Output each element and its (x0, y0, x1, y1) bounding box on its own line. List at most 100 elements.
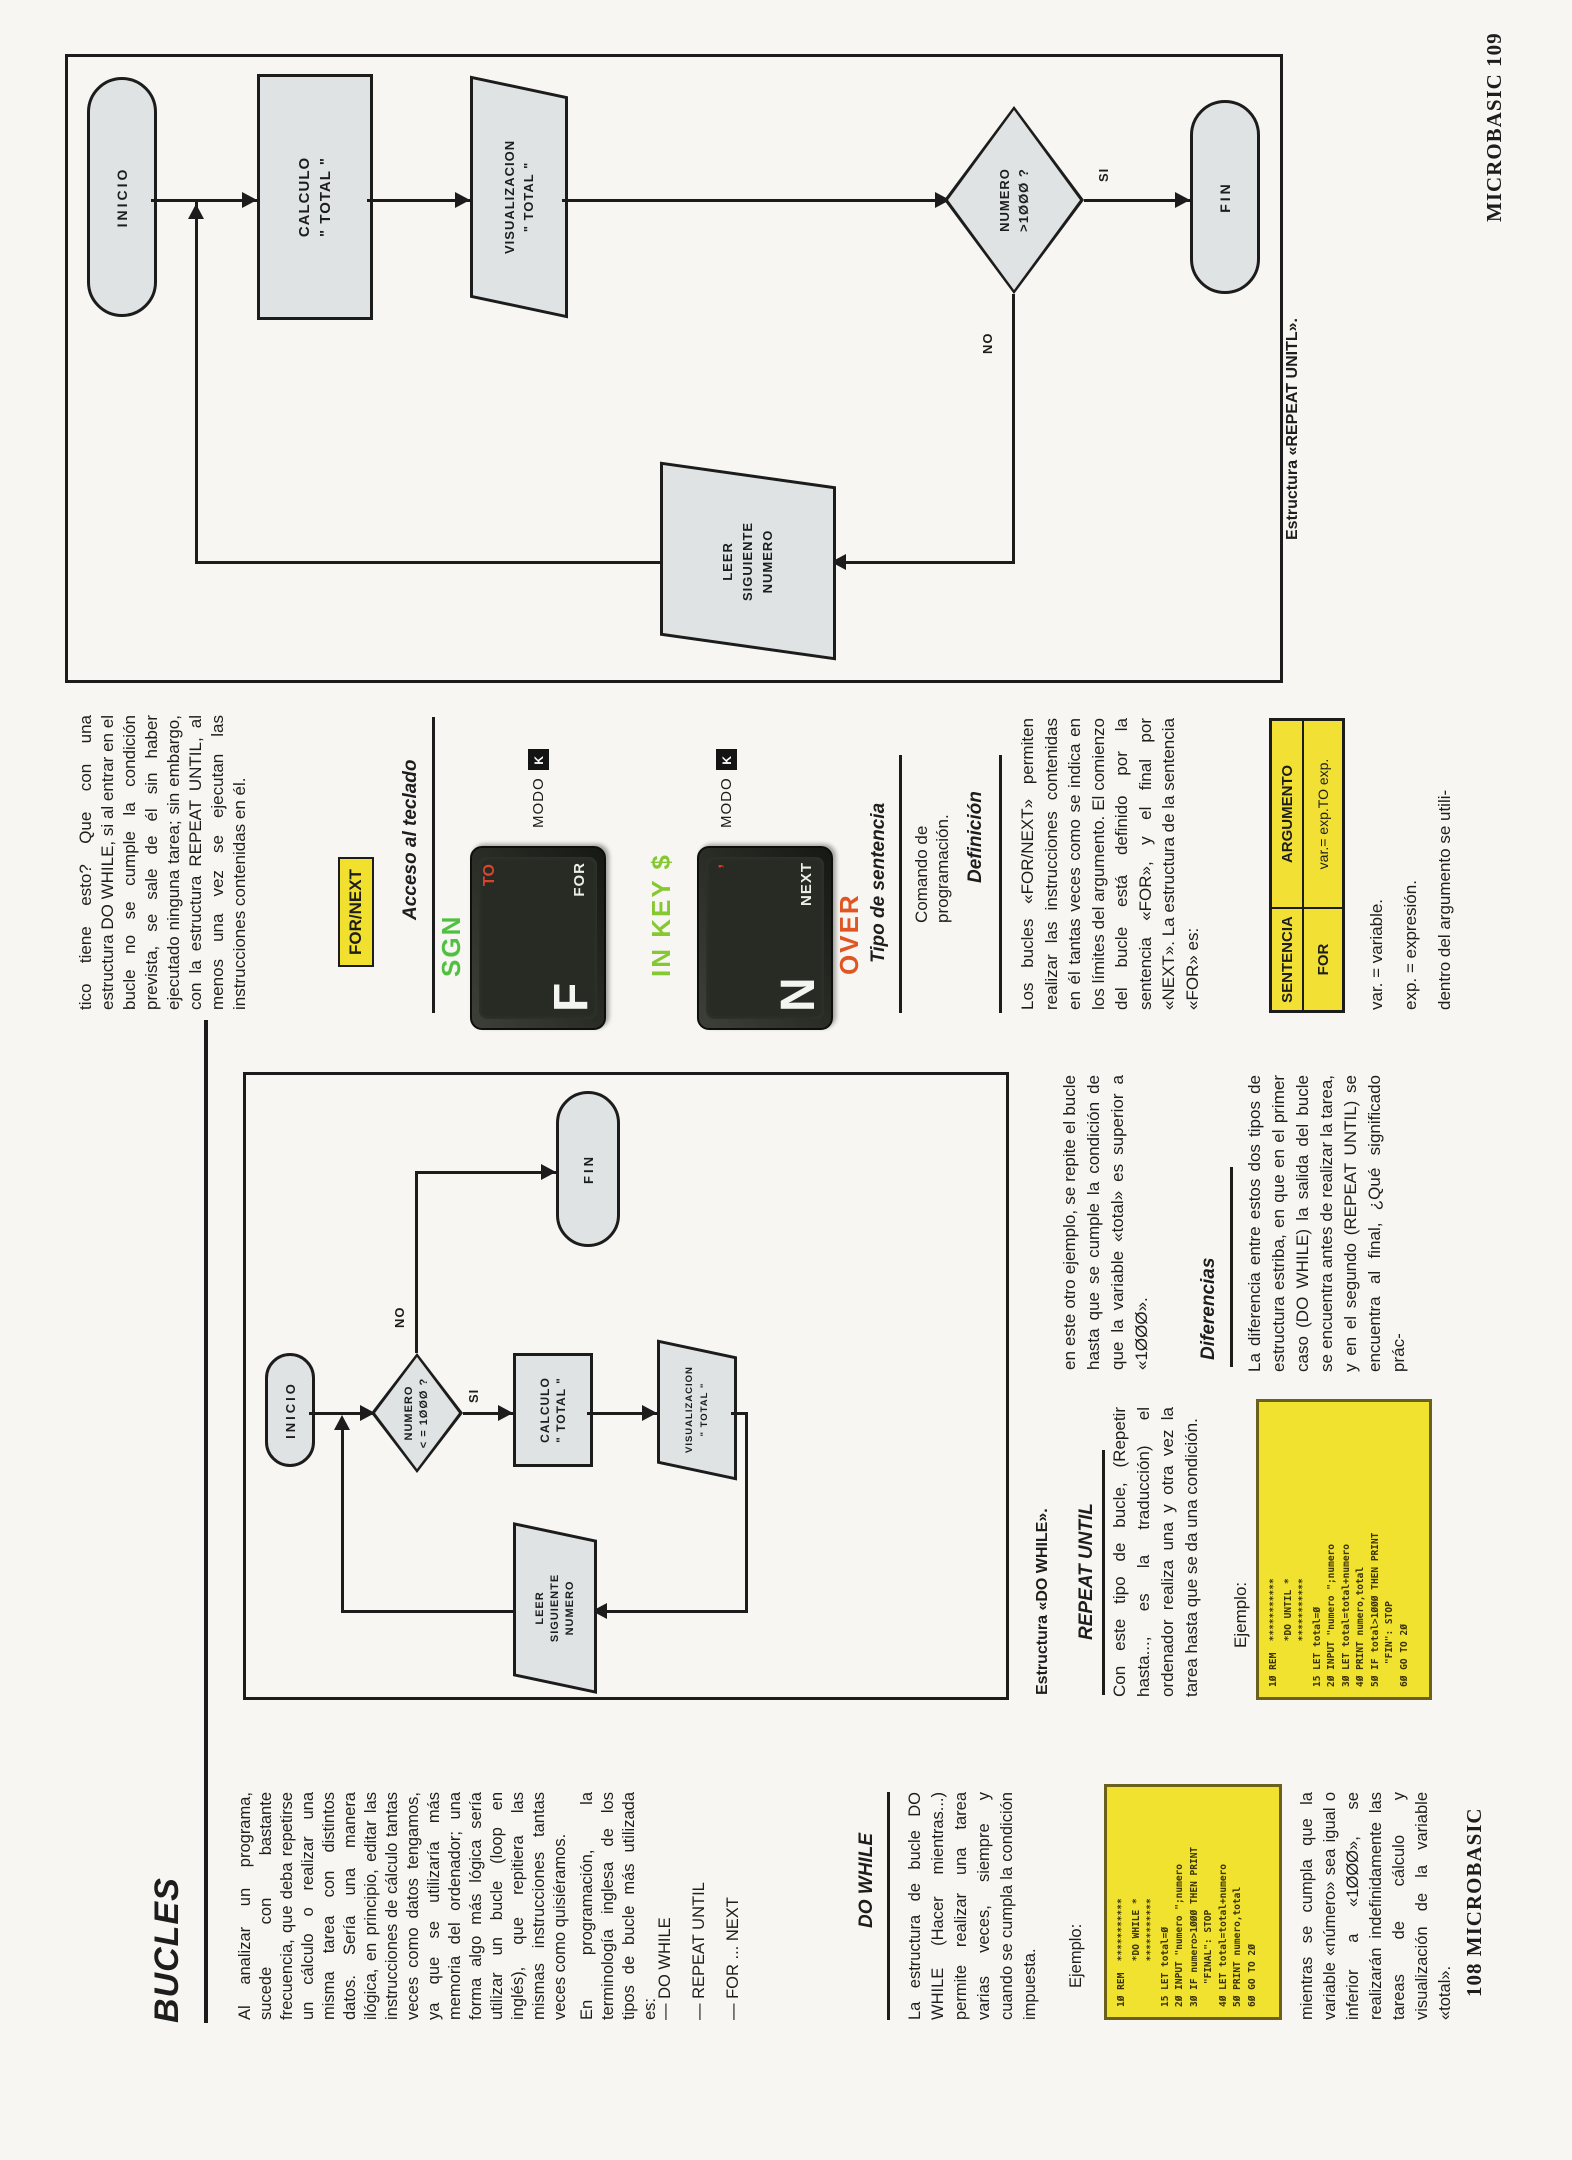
var-definition-line: var. = variable. (1367, 898, 1386, 1010)
key-n-green-label: IN KEY $ (646, 853, 676, 977)
for-syntax-table: SENTENCIA ARGUMENTO FOR var.= exp.TO exp… (1269, 718, 1345, 1013)
repeat-until-heading: REPEAT UNTIL (1076, 1503, 1097, 1640)
repeat-until-code-listing: 1Ø REM *********** *DO UNTIL * *********… (1256, 1399, 1432, 1700)
read-line3: NUMERO (563, 1580, 576, 1636)
flow-line (605, 1610, 748, 1613)
figure-caption: Estructura «REPEAT UNITL». (1284, 318, 1301, 540)
do-while-rule (887, 1792, 890, 2020)
do-while-paragraph: La estructura de bucle DO WHILE (Hacer m… (906, 1792, 1039, 2020)
mode-indicator-f: MODO K (528, 749, 549, 828)
mode-k-icon: K (528, 749, 549, 771)
continued-paragraph: tico tiene esto? Que con una estructura … (76, 715, 249, 1010)
page-number-left: 108 MICROBASIC (1462, 1807, 1486, 1997)
do-while-explanation: mientras se cumpla que la variable «núme… (1298, 1792, 1454, 2020)
page-number-right: MICROBASIC 109 (1482, 32, 1506, 222)
process-line2: " TOTAL " (317, 157, 334, 237)
flowchart-process-node: CALCULO" TOTAL " (257, 74, 373, 320)
process-line1: CALCULO (296, 156, 313, 238)
sentence-type-heading: Tipo de sentencia (868, 802, 889, 963)
flow-arrowhead-icon (498, 1405, 513, 1421)
decision-line1: NUMERO (997, 168, 1012, 232)
flowchart-start-node: INICIO (265, 1353, 315, 1467)
decision-line2: >1ØØØ ? (1016, 168, 1031, 232)
key-n-letter: N (772, 977, 825, 1012)
flow-line (341, 1610, 513, 1613)
flowchart-end-node: FIN (1190, 100, 1260, 294)
sentence-type-body: Comando de programación. (912, 814, 952, 923)
flow-line (341, 1428, 344, 1613)
table-header-sentencia: SENTENCIA (1271, 908, 1303, 1011)
figure-caption: Estructura «DO WHILE». (1034, 1508, 1051, 1695)
other-example-paragraph: en este otro ejemplo, se repite el bucle… (1060, 1075, 1151, 1370)
definition-paragraph: Los bucles «FOR/NEXT» permiten realizar … (1018, 718, 1202, 1010)
flowchart-decision-node: NUMERO< = 1ØØØ ? (371, 1353, 463, 1473)
sentence-type-rule (899, 755, 902, 1013)
mode-label: MODO (530, 777, 547, 828)
flowchart-decision-node: NUMERO >1ØØØ ? (944, 106, 1084, 294)
table-cell-argument: var.= exp.TO exp. (1303, 720, 1343, 908)
flowchart-start-node: INICIO (87, 77, 157, 317)
keyboard-key-f: TO F FOR (470, 846, 606, 1030)
process-line2: " TOTAL " (554, 1377, 568, 1443)
differences-paragraph: La diferencia entre estos dos tipos de e… (1245, 1075, 1408, 1372)
title-rule (204, 1020, 208, 2023)
definition-rule (999, 755, 1002, 1013)
branch-label-no: NO (980, 332, 995, 355)
flow-arrowhead-icon (242, 192, 257, 208)
flowchart-process-node: CALCULO" TOTAL " (513, 1353, 593, 1467)
decision-line2: < = 1ØØØ ? (418, 1377, 430, 1449)
display-line1: VISUALIZACION (502, 139, 517, 255)
keyboard-key-n: , N NEXT (697, 846, 833, 1030)
display-line1: VISUALIZACION (684, 1366, 695, 1454)
definition-heading: Definición (965, 791, 986, 883)
basic-code: 1Ø REM *********** *DO WHILE * *********… (1116, 1846, 1258, 2007)
flow-line (745, 1412, 748, 1613)
argument-continuation-line: dentro del argumento se utili- (1435, 789, 1454, 1010)
flow-line (415, 1172, 418, 1353)
example-label: Ejemplo: (1067, 1923, 1085, 1988)
mode-k-icon: K (716, 749, 737, 771)
process-line1: CALCULO (538, 1377, 552, 1443)
intro-paragraph: Al analizar un programa, sucede con bast… (236, 1792, 569, 2020)
branch-label-no: NO (392, 1306, 407, 1329)
flow-arrowhead-icon (334, 1415, 350, 1430)
flow-arrowhead-icon (188, 204, 204, 219)
do-while-code-listing: 1Ø REM *********** *DO WHILE * *********… (1104, 1784, 1282, 2020)
key-n-keyword: NEXT (798, 862, 815, 907)
keyboard-access-heading: Acceso al teclado (400, 759, 421, 920)
flow-line (415, 1171, 556, 1174)
read-line1: LEER (720, 541, 735, 581)
for-next-badge: FOR/NEXT (338, 857, 374, 967)
mode-label: MODO (718, 777, 735, 828)
key-f-red-label: TO (481, 864, 498, 886)
decision-line1: NUMERO (403, 1385, 415, 1441)
flow-line (844, 561, 1015, 564)
loop-type-item: — REPEAT UNTIL (690, 1882, 708, 2020)
flow-arrowhead-icon (541, 1164, 556, 1180)
flowchart-end-node: FIN (556, 1091, 620, 1247)
flow-arrowhead-icon (1175, 192, 1190, 208)
basic-code: 1Ø REM *********** *DO UNTIL * *********… (1268, 1532, 1410, 1687)
differences-rule (1230, 1167, 1233, 1367)
flowchart-display-node: VISUALIZACION " TOTAL " (657, 1339, 737, 1481)
display-line2: " TOTAL " (699, 1383, 710, 1437)
key-n-below-label: OVER (834, 893, 864, 975)
repeat-until-paragraph: Con este tipo de bucle, (Repetir hasta..… (1110, 1407, 1201, 1697)
flowchart-display-node: VISUALIZACION" TOTAL " (470, 75, 568, 319)
table-cell-for: FOR (1303, 908, 1343, 1011)
flow-arrowhead-icon (455, 192, 470, 208)
key-f-green-label: SGN (436, 914, 466, 977)
flow-line (195, 202, 198, 564)
mode-indicator-n: MODO K (716, 749, 737, 828)
differences-heading: Diferencias (1198, 1257, 1219, 1360)
do-while-flowchart-frame (243, 1072, 1009, 1700)
do-while-heading: DO WHILE (856, 1833, 877, 1928)
loop-type-item: — FOR ... NEXT (724, 1897, 742, 2020)
terminology-paragraph: En programación, la terminología inglesa… (578, 1792, 659, 2020)
key-f-keyword: FOR (571, 862, 588, 897)
read-line1: LEER (533, 1591, 546, 1625)
